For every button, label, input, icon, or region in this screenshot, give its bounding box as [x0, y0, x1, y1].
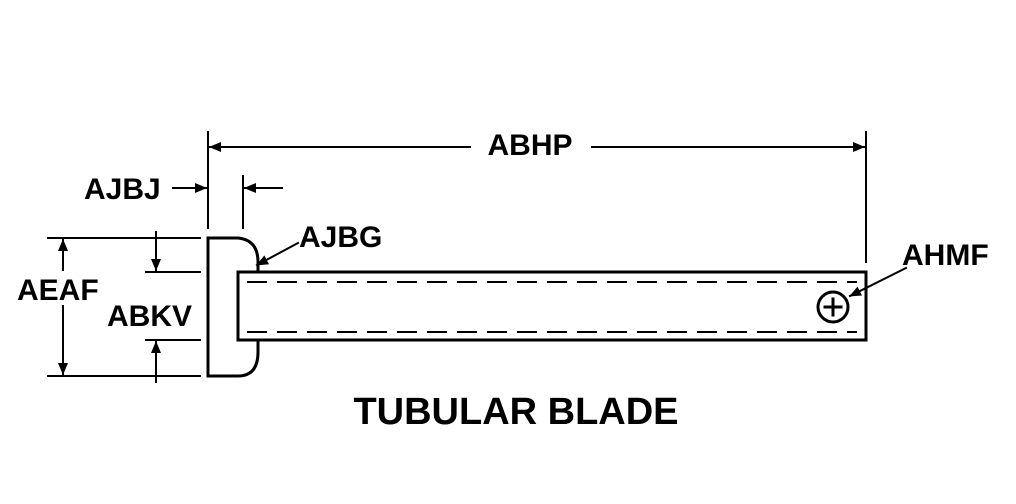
mounting-hole-icon [816, 290, 850, 324]
ahmf-leader [848, 266, 908, 298]
label-ahmf: AHMF [902, 239, 989, 272]
blade-body [236, 270, 868, 342]
ajbg-leader [255, 241, 300, 267]
label-abkv: ABKV [107, 300, 192, 333]
diagram-caption: TUBULAR BLADE [353, 391, 678, 433]
label-abhp: ABHP [487, 129, 572, 162]
label-ajbj: AJBJ [84, 173, 161, 206]
blade-head [206, 236, 260, 378]
label-ajbg: AJBG [299, 221, 382, 254]
label-aeaf: AEAF [17, 274, 99, 307]
